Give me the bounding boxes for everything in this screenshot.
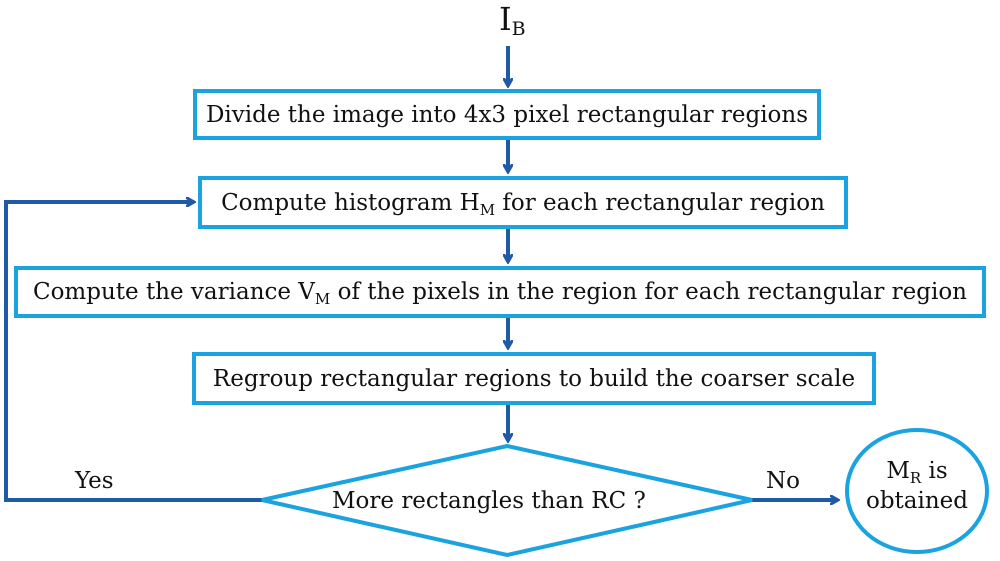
step-histogram-text: Compute histogram HM for each rectangula… <box>221 189 825 219</box>
step-regroup-text: Regroup rectangular regions to build the… <box>212 365 856 392</box>
step-regroup-box: Regroup rectangular regions to build the… <box>192 352 876 405</box>
step-variance-text: Compute the variance VM of the pixels in… <box>32 279 967 308</box>
result-line2: obtained <box>865 488 969 514</box>
no-label: No <box>766 468 800 494</box>
result-ellipse <box>845 428 989 554</box>
step-divide-text: Divide the image into 4x3 pixel rectangu… <box>205 101 809 128</box>
result-line1: MR is <box>886 458 948 487</box>
input-subscript: B <box>511 18 526 40</box>
step-divide-box: Divide the image into 4x3 pixel rectangu… <box>193 89 821 140</box>
arrow-yes-loop <box>4 202 262 502</box>
decision-text: More rectangles than RC ? <box>332 488 646 514</box>
step-variance-box: Compute the variance VM of the pixels in… <box>14 266 986 318</box>
decision-diamond <box>261 443 753 558</box>
step-histogram-box: Compute histogram HM for each rectangula… <box>198 176 848 229</box>
yes-label: Yes <box>75 468 114 494</box>
result-text: MR is obtained <box>847 456 987 516</box>
input-label: IB <box>499 0 526 40</box>
